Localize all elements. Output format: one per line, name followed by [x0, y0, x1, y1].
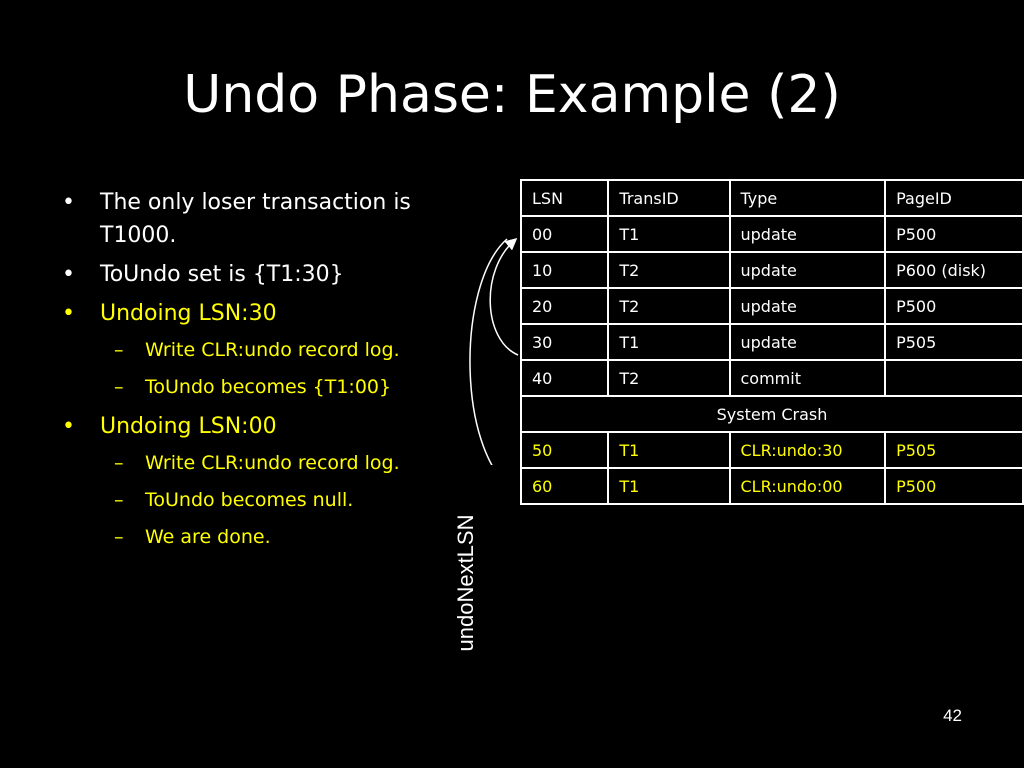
bullet-item: • The only loser transaction is T1000.: [62, 186, 442, 252]
sub-bullet-item: – ToUndo becomes {T1:00}: [62, 373, 442, 401]
slide-title: Undo Phase: Example (2): [183, 65, 841, 125]
log-table: LSN TransID Type PageID 00 T1 update P50…: [519, 179, 1024, 505]
sub-bullet-text: ToUndo becomes {T1:00}: [145, 376, 392, 398]
cell-lsn: 00: [519, 215, 610, 253]
cell-lsn: 20: [519, 287, 610, 325]
sub-bullet-text: Write CLR:undo record log.: [145, 452, 400, 474]
bullet-dot: •: [62, 262, 75, 287]
system-crash-row: System Crash: [520, 395, 1024, 433]
cell-pageid: P505: [884, 323, 1024, 361]
cell-pageid: [884, 359, 1024, 397]
bullet-dot: •: [62, 414, 75, 439]
cell-transid: T2: [607, 287, 731, 325]
undo-next-lsn-label: undoNextLSN: [453, 514, 478, 652]
cell-transid: T1: [607, 323, 731, 361]
sub-bullet-dash: –: [114, 339, 124, 361]
cell-transid: T1: [607, 431, 731, 469]
sub-bullet-dash: –: [114, 526, 124, 548]
cell-type: update: [728, 251, 887, 289]
arrow-lsn30-to-lsn00: [489, 238, 519, 356]
cell-type: update: [728, 323, 887, 361]
table-row: 30 T1 update P505: [519, 323, 1024, 361]
sub-bullet-item: – Write CLR:undo record log.: [62, 449, 442, 477]
cell-transid: T2: [607, 251, 731, 289]
cell-type: update: [728, 215, 887, 253]
header-lsn: LSN: [519, 179, 610, 217]
cell-pageid: P505: [884, 431, 1024, 469]
bullet-dot: •: [62, 190, 75, 215]
cell-pageid: P500: [884, 215, 1024, 253]
arrow-lsn60-to-lsn00: [469, 238, 508, 465]
cell-transid: T1: [607, 215, 731, 253]
cell-type: CLR:undo:00: [728, 467, 887, 505]
cell-type: commit: [728, 359, 887, 397]
cell-lsn: 10: [519, 251, 610, 289]
header-pageid: PageID: [884, 179, 1024, 217]
cell-lsn: 50: [519, 431, 610, 469]
cell-lsn: 40: [519, 359, 610, 397]
cell-type: update: [728, 287, 887, 325]
bullet-dot: •: [62, 301, 75, 326]
undo-next-lsn-arrows: [469, 238, 519, 465]
sub-bullet-text: We are done.: [145, 526, 271, 548]
cell-pageid: P500: [884, 467, 1024, 505]
table-row: 10 T2 update P600 (disk): [519, 251, 1024, 289]
header-transid: TransID: [607, 179, 731, 217]
bullet-text: Undoing LSN:00: [100, 414, 277, 439]
sub-bullet-text: ToUndo becomes null.: [145, 489, 354, 511]
cell-lsn: 60: [519, 467, 610, 505]
table-row: 20 T2 update P500: [519, 287, 1024, 325]
cell-type: CLR:undo:30: [728, 431, 887, 469]
sub-bullet-dash: –: [114, 376, 124, 398]
sub-bullet-item: – We are done.: [62, 523, 442, 551]
bullet-item: • ToUndo set is {T1:30}: [62, 258, 442, 291]
sub-bullet-dash: –: [114, 452, 124, 474]
clr-row: 50 T1 CLR:undo:30 P505: [519, 431, 1024, 469]
bullet-item: • Undoing LSN:00: [62, 410, 442, 443]
page-number: 42: [943, 706, 962, 725]
cell-pageid: P600 (disk): [884, 251, 1024, 289]
sub-bullet-text: Write CLR:undo record log.: [145, 339, 400, 361]
cell-lsn: 30: [519, 323, 610, 361]
cell-pageid: P500: [884, 287, 1024, 325]
bullet-list: • The only loser transaction is T1000. •…: [62, 186, 442, 560]
sub-bullet-dash: –: [114, 489, 124, 511]
cell-transid: T1: [607, 467, 731, 505]
bullet-text: ToUndo set is {T1:30}: [100, 262, 344, 287]
sub-bullet-item: – Write CLR:undo record log.: [62, 336, 442, 364]
cell-transid: T2: [607, 359, 731, 397]
clr-row: 60 T1 CLR:undo:00 P500: [519, 467, 1024, 505]
table-header-row: LSN TransID Type PageID: [519, 179, 1024, 217]
table-row: 40 T2 commit: [519, 359, 1024, 397]
bullet-text: Undoing LSN:30: [100, 301, 277, 326]
bullet-text: The only loser transaction is T1000.: [100, 190, 411, 248]
header-type: Type: [728, 179, 887, 217]
system-crash-label: System Crash: [520, 395, 1024, 433]
bullet-item: • Undoing LSN:30: [62, 297, 442, 330]
sub-bullet-item: – ToUndo becomes null.: [62, 486, 442, 514]
table-row: 00 T1 update P500: [519, 215, 1024, 253]
